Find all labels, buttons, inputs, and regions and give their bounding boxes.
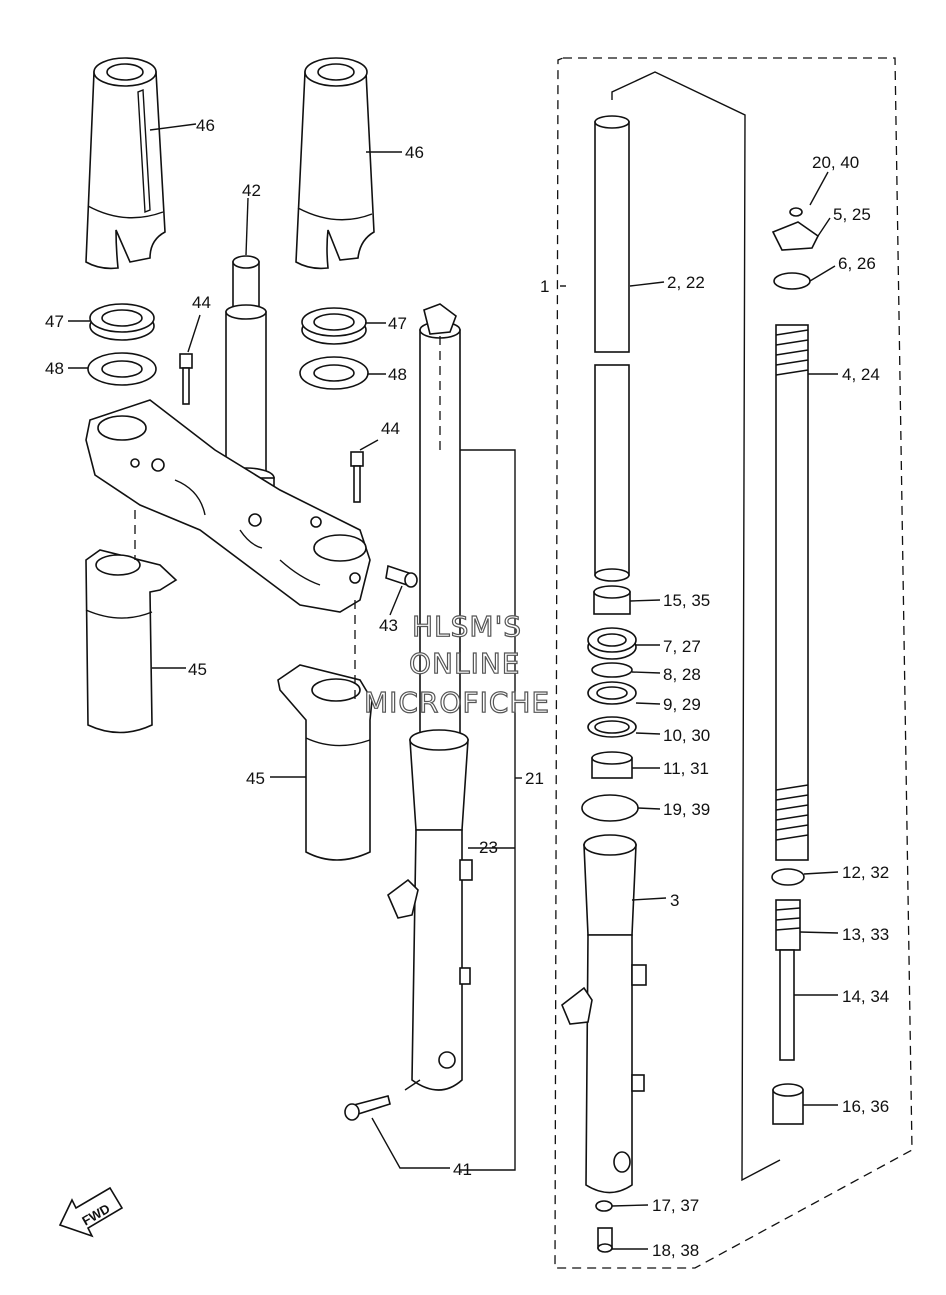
callout-4-24: 4, 24 [842,365,880,384]
o-ring-6 [773,272,811,290]
clip-8 [591,662,633,678]
cap-bolt-5 [771,207,820,251]
bolt-18 [597,1227,613,1253]
washer-10 [587,716,637,738]
lower-cover-right [277,664,373,861]
callout-1: 1 [540,277,549,296]
callout-42: 42 [242,181,261,200]
seal-47-left [89,303,155,341]
fork-cover-left [85,57,166,270]
fork-assembly-21 [387,303,473,1091]
callout-48-right: 48 [388,365,407,384]
callout-16-36: 16, 36 [842,1097,889,1116]
damper-rod-13 [775,899,801,1061]
callout-44-left: 44 [192,293,211,312]
callout-19-39: 19, 39 [663,800,710,819]
fork-spring-4 [775,324,809,861]
callout-47-left: 47 [45,312,64,331]
bolt-44-right [350,451,364,503]
piston-ring-12 [771,868,805,886]
callout-45-right: 45 [246,769,265,788]
washer-9 [587,681,637,705]
callout-12-32: 12, 32 [842,863,889,882]
callout-3: 3 [670,891,679,910]
callout-17-37: 17, 37 [652,1196,699,1215]
assembly-group-outline [554,57,913,1269]
callout-7-27: 7, 27 [663,637,701,656]
ring-19 [581,794,639,822]
callout-23: 23 [479,838,498,857]
callout-8-28: 8, 28 [663,665,701,684]
oil-lock-piece-16 [772,1083,804,1125]
callout-46-left: 46 [196,116,215,135]
watermark-line-1: HLSM'S [412,610,522,643]
callout-48-left: 48 [45,359,64,378]
callout-47-right: 47 [388,314,407,333]
bushing-15 [593,585,631,615]
callout-10-30: 10, 30 [663,726,710,745]
callout-43: 43 [379,616,398,635]
bushing-11 [591,751,633,779]
callout-13-33: 13, 33 [842,925,889,944]
seal-47-right [301,307,367,345]
callout-21: 21 [525,769,544,788]
group-bracket-2 [611,71,781,1182]
watermark-line-2: ONLINE [409,647,520,680]
callout-14-34: 14, 34 [842,987,889,1006]
bolt-44-left [179,353,193,405]
watermark-line-3: MICROFICHE [364,686,550,719]
callout-45-left: 45 [188,660,207,679]
oil-seal-7 [587,627,637,660]
lower-cover-left [85,549,178,734]
under-bracket [85,399,371,613]
bracket-21-23 [460,449,516,1171]
callout-9-29: 9, 29 [663,695,701,714]
callout-18-38: 18, 38 [652,1241,699,1260]
callout-44-right: 44 [381,419,400,438]
callout-15-35: 15, 35 [663,591,710,610]
bolt-43 [385,564,418,588]
fwd-arrow-icon: FWD [58,1186,124,1238]
callout-41: 41 [453,1160,472,1179]
callout-5-25: 5, 25 [833,205,871,224]
callout-6-26: 6, 26 [838,254,876,273]
washer-48-right [299,356,369,390]
washer-17 [595,1200,613,1212]
outer-tube-3 [561,834,647,1194]
callout-20-40: 20, 40 [812,153,859,172]
inner-tube-2 [594,115,630,582]
bolt-41 [344,1095,391,1121]
callout-2-22: 2, 22 [667,273,705,292]
fork-cover-right [295,57,375,270]
washer-48-left [87,352,157,386]
callout-11-31: 11, 31 [663,759,709,778]
callout-46-right: 46 [405,143,424,162]
